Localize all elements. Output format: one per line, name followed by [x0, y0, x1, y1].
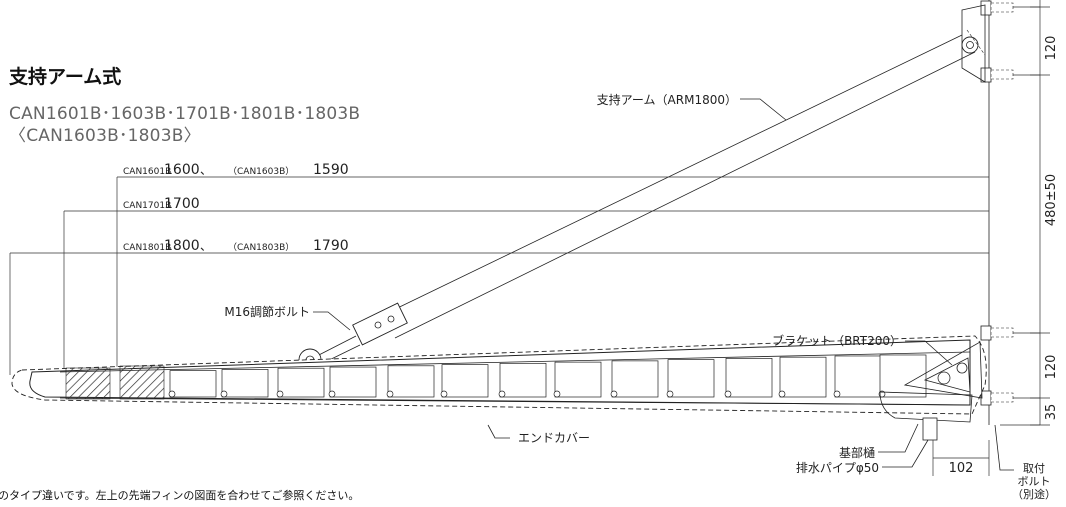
bracket-brt200: [903, 341, 983, 399]
dim2-model: CAN1701B: [123, 201, 171, 211]
panel-fastener: [666, 390, 674, 398]
panel-segment: [879, 354, 927, 398]
panel-fastener: [553, 390, 561, 398]
dim-v-bot: 35: [1044, 404, 1059, 421]
panel-segment: [499, 362, 547, 398]
callout-labels: 支持アーム（ARM1800） M16調節ボルト ブラケット（BRT200） エン…: [224, 92, 1056, 501]
panel-segment: [725, 358, 773, 398]
dim1-alt-value: 1590: [313, 162, 349, 178]
panel-fastener: [168, 390, 176, 398]
page-title: 支持アーム式: [9, 66, 122, 88]
label-mount-bolt-1: 取付: [1023, 462, 1045, 475]
dim1-value: 1600: [164, 162, 200, 178]
panel-fastener: [220, 390, 228, 398]
label-bracket: ブラケット（BRT200）: [772, 333, 902, 348]
panel-segment: [554, 361, 602, 398]
panel-fastener: [833, 390, 841, 398]
panel-segment: [329, 366, 377, 398]
panel-segment: [441, 364, 489, 398]
dimension-labels: CAN1601B 1600 、 （CAN1603B） 1590 CAN1701B…: [123, 36, 1059, 476]
panel-segment: [169, 370, 217, 398]
horizontal-dimensions: [9, 176, 989, 375]
wall-bolts: [980, 0, 1014, 406]
dim1-sep: 、: [200, 163, 212, 177]
panel-fastener: [724, 390, 732, 398]
canopy-panels: [168, 354, 927, 398]
arm-wall-bracket: [961, 4, 986, 83]
dim3-alt-value: 1790: [313, 238, 349, 254]
leader-lines: [313, 98, 1014, 471]
label-base-gutter: 基部樋: [839, 445, 875, 460]
label-bolt: M16調節ボルト: [224, 304, 310, 319]
dim3-alt-model: （CAN1803B）: [228, 242, 294, 253]
panel-segment: [667, 359, 715, 398]
panel-fastener: [610, 390, 618, 398]
dim3-model: CAN1801B: [123, 243, 171, 253]
label-end-cover: エンドカバー: [518, 431, 590, 445]
panel-segment: [611, 360, 659, 398]
dim2-value: 1700: [164, 196, 200, 212]
panel-segment: [387, 365, 435, 398]
panel-fastener: [778, 390, 786, 398]
dim1-alt-model: （CAN1603B）: [228, 166, 294, 177]
model-list: CAN1601B･1603B･1701B･1801B･1803B: [9, 104, 361, 124]
panel-fastener: [386, 390, 394, 398]
panel-segment: [834, 355, 882, 398]
dim3-sep: 、: [200, 239, 212, 253]
base-gutter: [879, 391, 990, 476]
dim-v-mid: 480±50: [1044, 174, 1059, 226]
support-arm: [312, 34, 976, 367]
dim3-value: 1800: [164, 238, 200, 254]
label-arm: 支持アーム（ARM1800）: [597, 92, 737, 107]
panel-segment: [277, 367, 325, 398]
dim-v-top: 120: [1044, 36, 1059, 61]
panel-fastener: [328, 390, 336, 398]
panel-fastener: [498, 390, 506, 398]
dim-h-bottom: 102: [949, 461, 974, 476]
footer-note: のタイプ違いです。左上の先端フィンの図面を合わせてご参照ください。: [0, 489, 360, 502]
dim1-model: CAN1601B: [123, 167, 171, 177]
label-mount-bolt-2: ボルト: [1018, 475, 1051, 488]
panel-segment: [779, 356, 827, 398]
dim-v-low: 120: [1044, 355, 1059, 380]
panel-segment: [221, 369, 269, 398]
vertical-dimension: [1000, 0, 1050, 426]
panel-fastener: [440, 390, 448, 398]
panel-fastener: [276, 390, 284, 398]
label-drain-pipe: 排水パイプφ50: [796, 461, 879, 475]
label-mount-bolt-3: （別途）: [1012, 487, 1056, 501]
model-list-alt: 〈CAN1603B･1803B〉: [9, 126, 201, 146]
